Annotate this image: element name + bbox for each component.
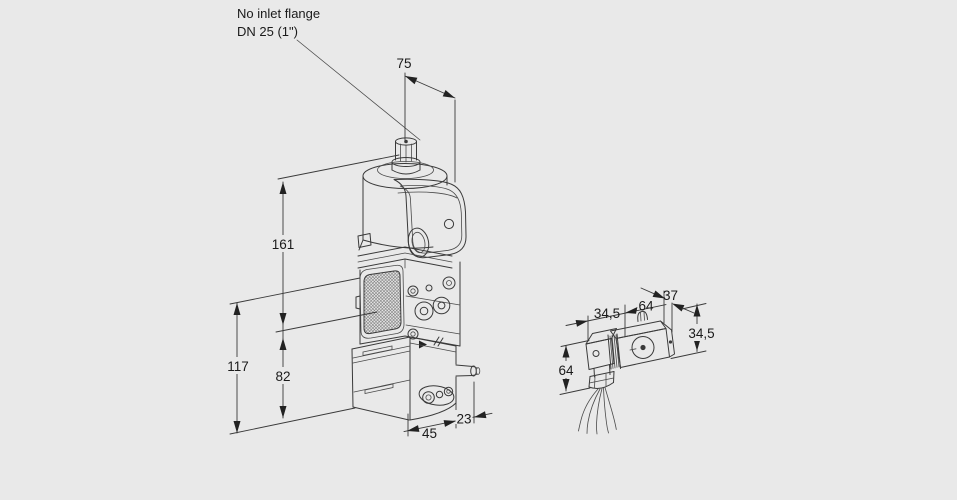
dimension-45-23: 45 23 xyxy=(403,381,493,441)
dim-label-45: 45 xyxy=(422,426,437,441)
ext-line-upper-mid xyxy=(229,277,361,305)
conduit-opening xyxy=(407,227,430,258)
dimension-body-height-34-5: 34,5 xyxy=(670,303,716,359)
dim-label-plug-depth: 34,5 xyxy=(594,306,620,321)
solenoid-figure: 34,5 64 37 34,5 xyxy=(553,287,716,435)
annotation-line-1: No inlet flange xyxy=(237,6,320,21)
dim-label-plug-height: 64 xyxy=(558,363,574,378)
dimension-75: 75 xyxy=(396,56,456,183)
dim-label-23: 23 xyxy=(456,412,471,427)
test-nipple xyxy=(455,364,481,377)
flow-direction-mark xyxy=(419,340,427,349)
dim-label-117: 117 xyxy=(227,359,249,374)
cable-plug xyxy=(585,328,617,389)
dim-label-body-depth: 37 xyxy=(663,288,678,303)
dimension-plug-depth-34-5: 34,5 xyxy=(565,304,667,342)
inlet-strainer-mesh xyxy=(359,264,405,339)
actuator-dome xyxy=(358,161,448,251)
flange-stack xyxy=(355,233,461,347)
test-point-recess xyxy=(418,385,455,406)
dimension-117: 117 xyxy=(223,302,251,434)
regulator-block xyxy=(351,335,481,421)
solenoid-face-circle xyxy=(631,336,655,359)
ext-line-bottom xyxy=(229,407,356,435)
solenoid-body xyxy=(607,310,675,370)
dim-label-75: 75 xyxy=(396,56,411,71)
dim-label-161: 161 xyxy=(272,237,295,252)
ext-line-centerline xyxy=(275,311,378,333)
annotation: No inlet flange DN 25 (1") xyxy=(237,6,320,39)
valve-stem xyxy=(391,137,421,175)
dim-label-body-height: 34,5 xyxy=(688,326,714,341)
dimension-82: 82 xyxy=(271,338,295,418)
dimension-body-length-64: 64 xyxy=(624,299,654,337)
dimension-plug-height-64: 64 xyxy=(553,340,591,395)
dim-label-body-length: 64 xyxy=(638,299,654,314)
annotation-line-2: DN 25 (1") xyxy=(237,24,298,39)
panel-screw-hole xyxy=(443,218,455,230)
cable-wires xyxy=(578,387,617,435)
main-valve-figure: 75 161 82 xyxy=(223,39,493,441)
dimension-body-depth-37: 37 xyxy=(640,287,695,333)
annotation-leader-line xyxy=(296,39,421,141)
ext-line-top xyxy=(277,154,400,180)
terminal-box-panel xyxy=(393,178,467,259)
adjustment-dials xyxy=(405,276,461,349)
dim-label-82: 82 xyxy=(275,369,290,384)
